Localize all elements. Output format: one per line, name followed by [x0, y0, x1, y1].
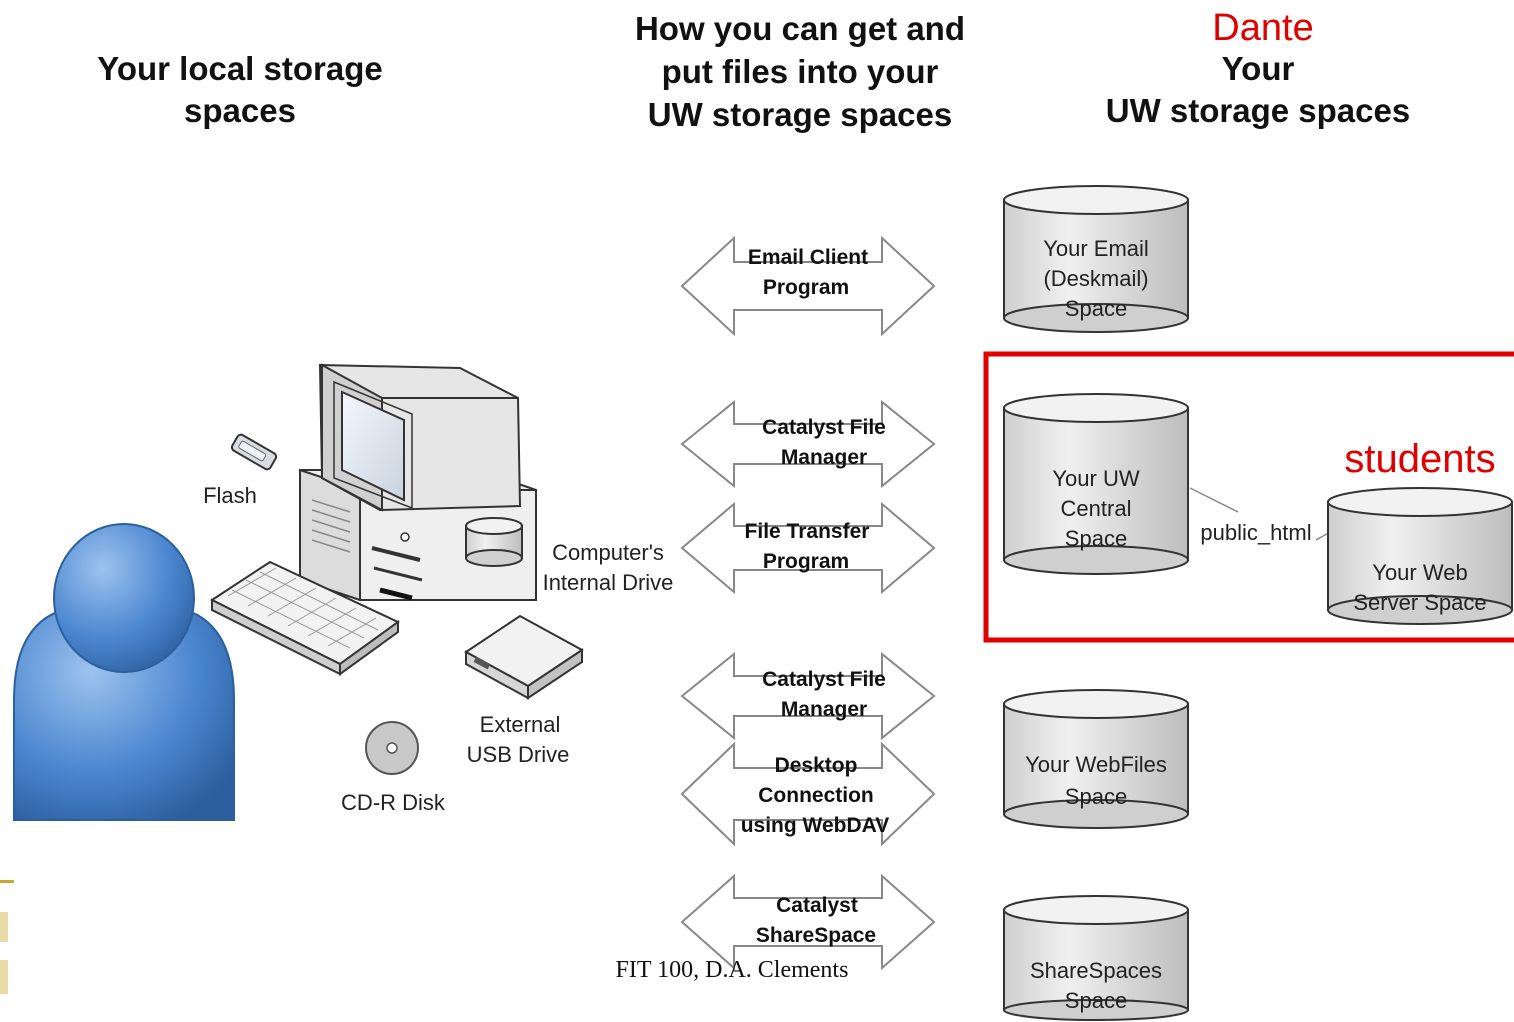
usb-drive-label-1: External: [480, 712, 561, 737]
cylinder-web-server-space: Your Web Server Space: [1327, 487, 1513, 625]
header-how-line1: How you can get and: [635, 10, 965, 47]
web-server-label-1: Your Web: [1372, 560, 1467, 585]
cd-disk-icon: [365, 721, 419, 775]
header-local-line1: Your local storage: [97, 50, 382, 87]
cylinder-central-space: Your UW Central Space: [1003, 393, 1189, 575]
header-how: How you can get and put files into your …: [635, 10, 965, 133]
sharespaces-label-1: ShareSpaces: [1030, 958, 1162, 983]
arrow-label-webdav-2: Connection: [758, 784, 874, 807]
email-space-label-1: Your Email: [1043, 236, 1149, 261]
email-space-label-3: Space: [1065, 296, 1127, 321]
header-uw: Dante Your UW storage spaces: [1106, 7, 1410, 129]
arrow-label-catalyst1-2: Manager: [781, 446, 867, 469]
email-space-label-2: (Deskmail): [1043, 266, 1148, 291]
arrow-label-email-1: Email Client: [748, 246, 868, 269]
arrow-label-email-2: Program: [763, 276, 849, 299]
internal-drive-label-2: Internal Drive: [543, 570, 674, 595]
web-server-label-2: Server Space: [1353, 590, 1486, 615]
header-dante: Dante: [1212, 7, 1313, 49]
arrow-catalyst-sharespace: Catalyst ShareSpace: [680, 873, 936, 971]
usb-drive-label-2: USB Drive: [467, 742, 570, 767]
computer-icon: [299, 363, 537, 602]
header-how-line2: put files into your: [662, 53, 939, 90]
arrow-label-webdav-3: using WebDAV: [741, 814, 890, 837]
arrow-label-sharespace-1: Catalyst: [776, 894, 858, 917]
keyboard-icon: [209, 560, 400, 676]
usb-drive-icon: [464, 614, 584, 700]
header-local: Your local storage spaces: [97, 50, 382, 129]
central-space-label-1: Your UW: [1052, 466, 1139, 491]
flash-drive-icon: [230, 433, 278, 471]
arrow-label-catalyst1-1: Catalyst File: [762, 416, 886, 439]
header-uw-line1: Your: [1222, 50, 1295, 87]
webfiles-label-2: Space: [1065, 784, 1127, 809]
arrow-catalyst-file-manager-2: Catalyst File Manager: [680, 651, 936, 741]
cylinder-webfiles-space: Your WebFiles Space: [1003, 689, 1189, 829]
slide-accent-decoration: [0, 880, 14, 994]
arrow-email-client: Email Client Program: [680, 235, 936, 337]
arrow-label-catalyst2-1: Catalyst File: [762, 668, 886, 691]
students-highlight-box: [983, 351, 1514, 643]
flash-label: Flash: [203, 483, 257, 508]
person-icon: [13, 523, 235, 821]
public-html-label: public_html: [1200, 520, 1311, 545]
internal-drive-label-1: Computer's: [552, 540, 664, 565]
arrow-label-sharespace-2: ShareSpace: [756, 924, 876, 947]
cylinder-sharespaces-space: ShareSpaces Space: [1003, 895, 1189, 1021]
students-label: students: [1344, 437, 1495, 481]
arrow-label-webdav-1: Desktop: [775, 754, 858, 777]
header-uw-line2: UW storage spaces: [1106, 92, 1410, 129]
central-space-label-3: Space: [1065, 526, 1127, 551]
arrow-label-ftp-2: Program: [763, 550, 849, 573]
header-how-line3: UW storage spaces: [648, 96, 952, 133]
arrow-file-transfer: File Transfer Program: [680, 501, 936, 595]
central-space-label-2: Central: [1061, 496, 1132, 521]
cylinder-email-space: Your Email (Deskmail) Space: [1003, 185, 1189, 333]
arrow-catalyst-file-manager-1: Catalyst File Manager: [680, 399, 936, 489]
arrow-label-catalyst2-2: Manager: [781, 698, 867, 721]
arrow-label-ftp-1: File Transfer: [745, 520, 870, 543]
sharespaces-label-2: Space: [1065, 988, 1127, 1013]
cdr-label: CD-R Disk: [341, 790, 446, 815]
internal-drive-icon: [465, 517, 523, 567]
footer-credit: FIT 100, D.A. Clements: [616, 957, 849, 983]
webfiles-label-1: Your WebFiles: [1025, 752, 1167, 777]
arrow-desktop-webdav: Desktop Connection using WebDAV: [680, 741, 936, 847]
header-local-line2: spaces: [184, 92, 296, 129]
